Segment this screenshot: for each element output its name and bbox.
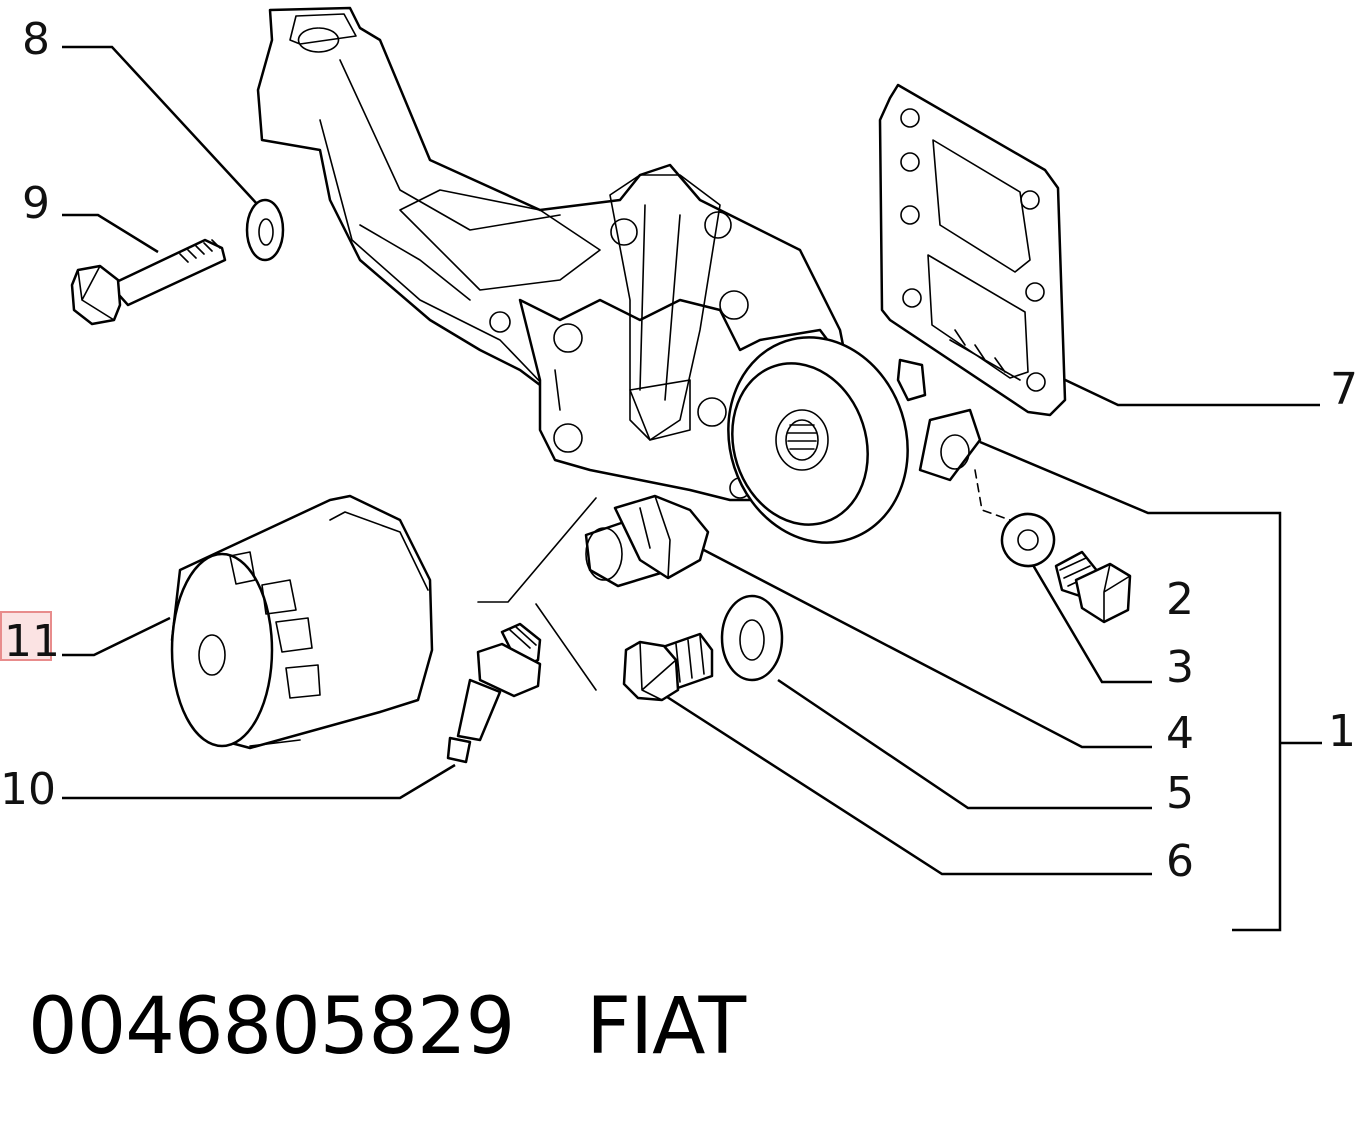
callout-4: 4 <box>1166 708 1194 759</box>
callout-3: 3 <box>1166 642 1194 693</box>
callout-8: 8 <box>22 14 50 65</box>
washer-part-5 <box>720 594 784 682</box>
gasket-part-7 <box>878 83 1067 417</box>
callout-2: 2 <box>1166 574 1194 625</box>
drain-plug-part-6 <box>622 632 714 702</box>
part-caption: 0046805829 FIAT <box>28 982 746 1072</box>
callout-6: 6 <box>1166 836 1194 887</box>
washer-part-8 <box>245 198 285 262</box>
oil-filter-part-11 <box>170 494 434 750</box>
callout-10: 10 <box>0 764 56 815</box>
callout-7: 7 <box>1330 364 1358 415</box>
plug-part-2 <box>1054 550 1132 624</box>
leader-lines <box>62 45 1322 932</box>
callout-11-highlight <box>0 611 52 661</box>
adapter-part-4 <box>584 494 710 588</box>
filter-mount-boss <box>727 336 982 544</box>
bolt-part-9 <box>70 238 227 326</box>
pressure-switch-part-10 <box>446 622 542 764</box>
callout-9: 9 <box>22 178 50 229</box>
callout-5: 5 <box>1166 768 1194 819</box>
callout-11[interactable]: 11 <box>4 616 60 667</box>
brand-name: FIAT <box>586 982 746 1072</box>
washer-part-3 <box>1000 512 1056 568</box>
callout-1: 1 <box>1328 706 1356 757</box>
part-number: 0046805829 <box>28 982 515 1072</box>
